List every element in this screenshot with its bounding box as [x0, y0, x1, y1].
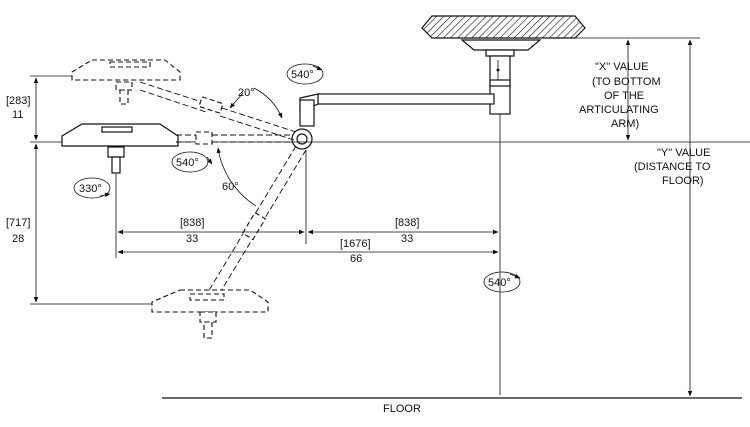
floor: FLOOR	[162, 397, 742, 415]
total-span-mm: [1676]	[340, 238, 371, 250]
rotation-head-label: 330°	[79, 183, 102, 195]
angle-down-label: 60°	[222, 181, 239, 193]
rotation-mount-label: 540°	[488, 277, 511, 289]
bottom-drop-in: 28	[12, 233, 24, 245]
arm-left-mm: [838]	[180, 217, 204, 229]
horizontal-arm	[299, 93, 495, 127]
ceiling-mount	[421, 15, 586, 115]
rotation-center-joint: 540°	[286, 63, 324, 85]
rotation-mount: 540°	[483, 271, 521, 293]
floor-label: FLOOR	[383, 403, 421, 415]
y-value-line1: "Y" VALUE	[657, 147, 710, 159]
x-value-line5: ARM)	[611, 118, 639, 130]
x-value-dimension: "X" VALUE (TO BOTTOM OF THE ARTICULATING…	[574, 37, 661, 141]
rotation-arm-label: 540°	[176, 157, 199, 169]
total-span-in: 66	[350, 253, 362, 265]
upper-arm-dashed	[139, 81, 297, 141]
arm-right-in: 33	[401, 233, 413, 245]
arm-right-mm: [838]	[395, 217, 419, 229]
lower-light-head	[151, 289, 269, 339]
x-value-line1: "X" VALUE	[595, 61, 648, 73]
x-value-line2: (TO BOTTOM	[592, 76, 661, 88]
bottom-drop-mm: [717]	[6, 217, 30, 229]
upper-light-head	[71, 59, 181, 105]
bottom-drop-dimension: [717] 28	[6, 143, 152, 305]
y-value-dimension: "Y" VALUE (DISTANCE TO FLOOR)	[634, 37, 711, 397]
angle-up-label: 20°	[238, 87, 255, 99]
top-drop-dimension: [283] 11	[6, 75, 72, 141]
arm-left-in: 33	[186, 233, 198, 245]
angle-60-indicator: 60°	[216, 147, 257, 207]
rotation-arm: 540°	[171, 151, 213, 173]
top-drop-mm: [283]	[6, 95, 30, 107]
center-joint	[291, 128, 313, 150]
x-value-line4: ARTICULATING	[579, 104, 659, 116]
arm-length-dimensions: [838] 33 [838] 33	[115, 150, 499, 258]
rotation-head: 330°	[73, 177, 111, 199]
lower-arm-dashed	[207, 145, 307, 297]
y-value-line3: FLOOR)	[662, 175, 704, 187]
rotation-center-label: 540°	[291, 69, 314, 81]
total-span-dimension: [1676] 66	[117, 238, 499, 265]
angle-20-indicator: 20°	[229, 87, 283, 119]
x-value-line3: OF THE	[604, 90, 644, 102]
middle-arm	[176, 131, 292, 145]
top-drop-in: 11	[12, 109, 23, 121]
middle-light-head	[61, 123, 179, 174]
y-value-line2: (DISTANCE TO	[634, 161, 711, 173]
